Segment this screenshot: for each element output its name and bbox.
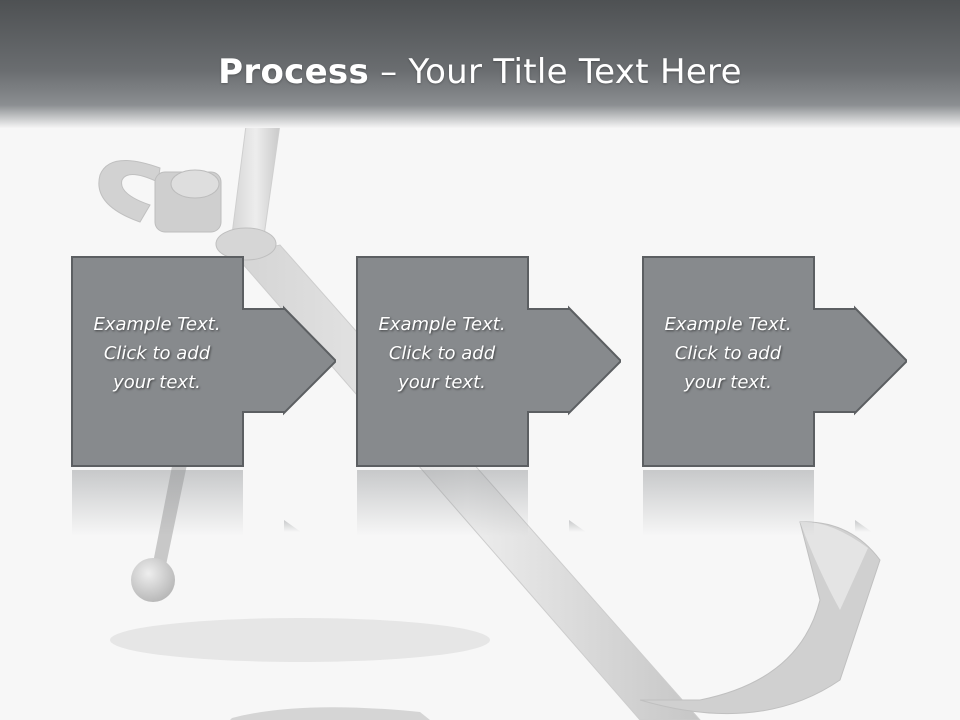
step-2-text[interactable]: Example Text. Click to add your text. (356, 310, 528, 397)
step-shape (642, 256, 907, 467)
title-bold-word: Process (218, 52, 370, 92)
step-text-line: Click to add (674, 343, 782, 364)
title-rest: Your Title Text Here (408, 52, 742, 92)
step-text-line: Example Text. (378, 314, 506, 335)
title-header-bar (0, 0, 960, 128)
step-1-reflection (72, 470, 301, 536)
title-dash: – (369, 52, 409, 92)
step-text-line: your text. (113, 372, 201, 393)
step-text-line: Example Text. (664, 314, 792, 335)
step-shape (71, 256, 336, 467)
process-step-3[interactable]: Example Text. Click to add your text. (642, 256, 907, 468)
step-text-line: Click to add (388, 343, 496, 364)
step-1-text[interactable]: Example Text. Click to add your text. (71, 310, 243, 397)
step-3-text[interactable]: Example Text. Click to add your text. (642, 310, 814, 397)
step-text-line: your text. (398, 372, 486, 393)
step-shape (356, 256, 621, 467)
slide-title[interactable]: Process – Your Title Text Here (0, 52, 960, 92)
step-3-reflection (643, 470, 872, 536)
step-text-line: Click to add (103, 343, 211, 364)
step-2-reflection (357, 470, 586, 536)
step-text-line: Example Text. (93, 314, 221, 335)
process-step-2[interactable]: Example Text. Click to add your text. (356, 256, 621, 468)
step-text-line: your text. (684, 372, 772, 393)
process-step-1[interactable]: Example Text. Click to add your text. (71, 256, 336, 468)
